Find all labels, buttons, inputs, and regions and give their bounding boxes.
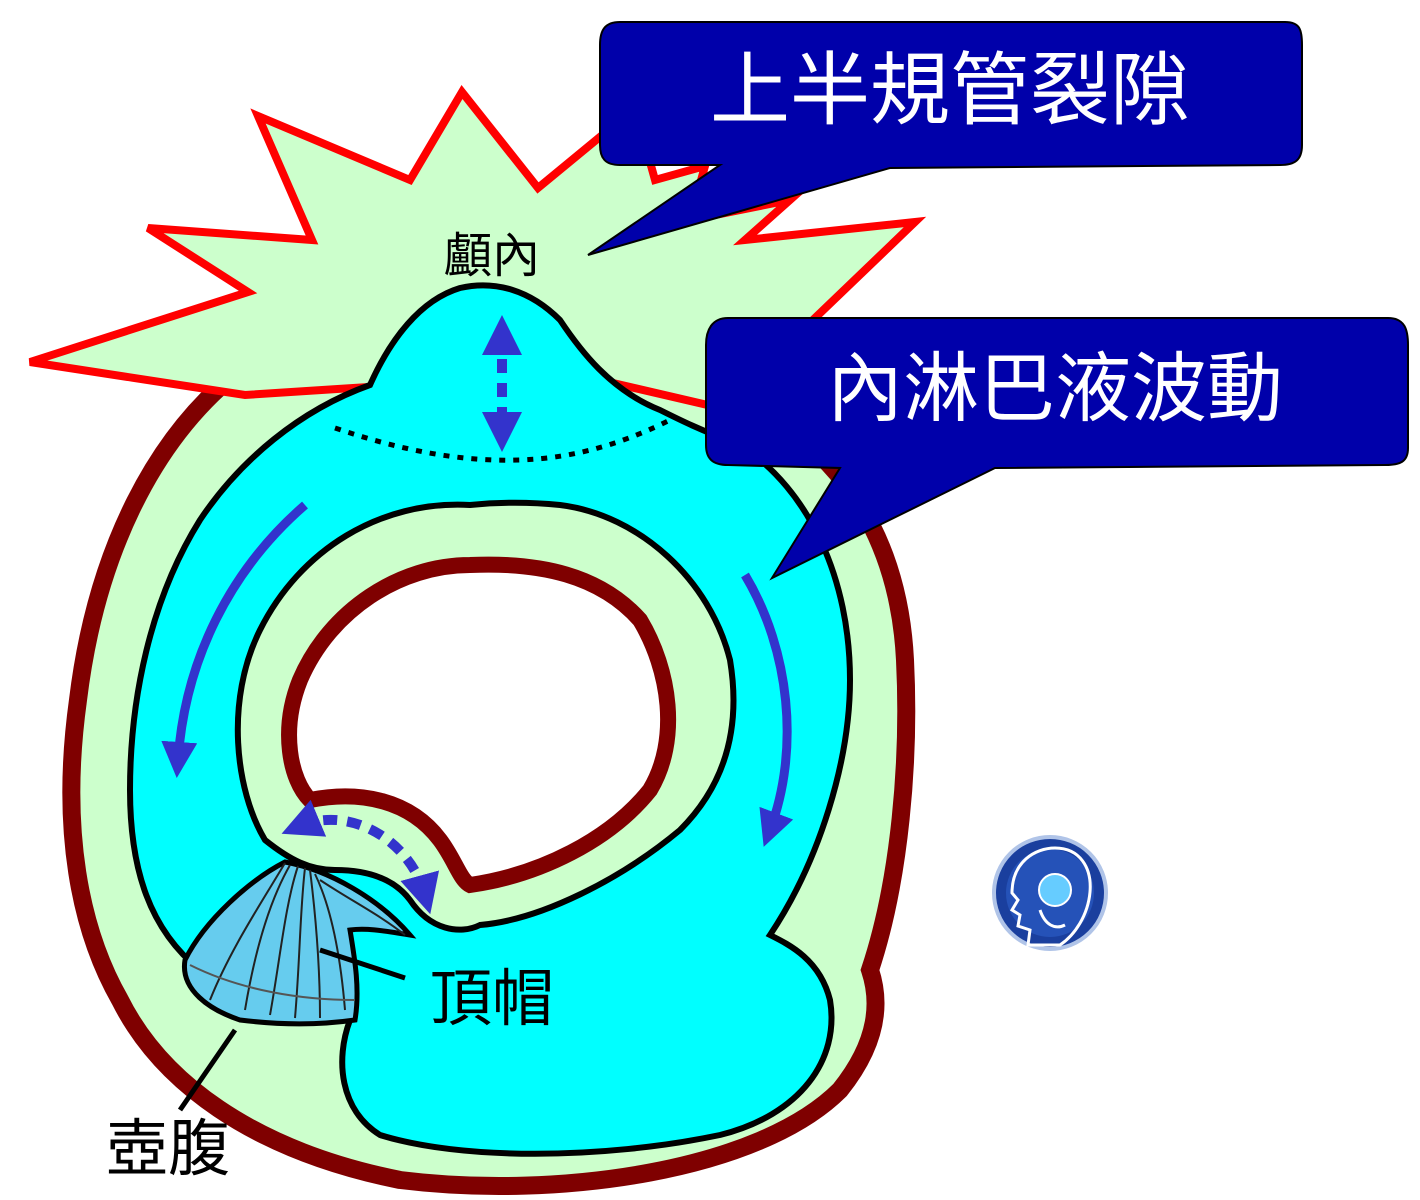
cupula-ampulla <box>182 859 417 1027</box>
cupula-leader-line <box>319 947 406 981</box>
cupula-label: 頂帽 <box>430 962 554 1035</box>
right-flow-arrow <box>741 572 794 847</box>
cupula-double-arrow <box>281 799 440 915</box>
endolymph-wave-callout-bubble <box>705 317 1409 581</box>
dehiscence-callout-text: 上半規管裂隙 <box>710 44 1190 137</box>
canal-center-hole <box>281 556 677 894</box>
head-ear-logo-icon <box>992 835 1108 951</box>
dehiscence-callout-bubble <box>587 21 1303 256</box>
ampulla-leader-line <box>177 1028 238 1112</box>
left-flow-arrow <box>161 501 308 778</box>
intracranial-label: 顱內 <box>444 228 540 284</box>
endolymph-wave-callout-text: 內淋巴液波動 <box>827 344 1283 433</box>
ampulla-label: 壺腹 <box>106 1112 230 1185</box>
dehiscence-dotted-line <box>334 417 672 463</box>
